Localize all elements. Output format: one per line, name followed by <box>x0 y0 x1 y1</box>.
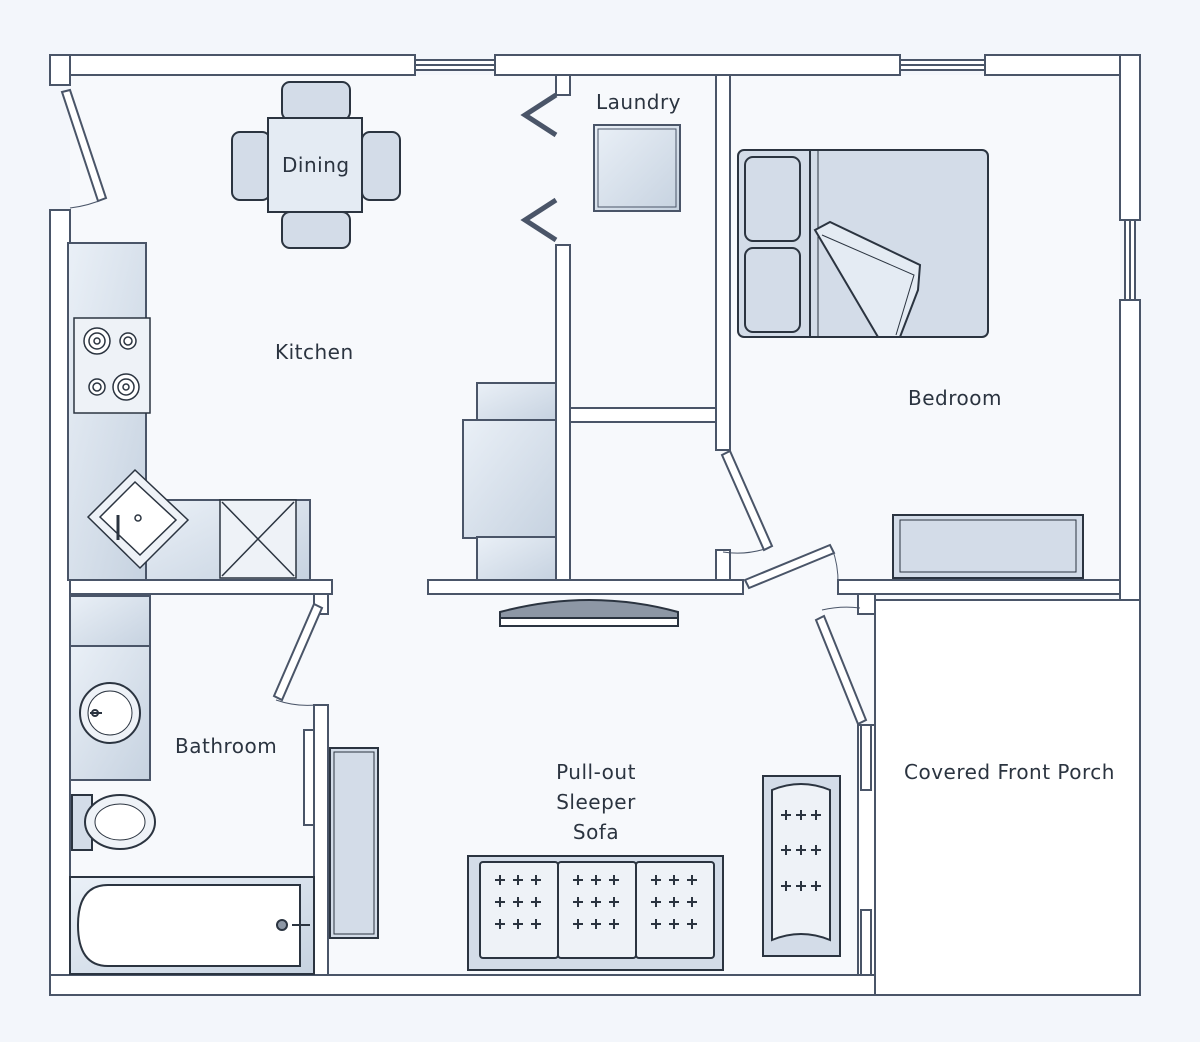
doors <box>60 88 868 726</box>
bathroom-vanity <box>69 595 151 781</box>
chair-tuft <box>796 845 806 855</box>
tv <box>499 599 679 627</box>
room-label-laundry: Laundry <box>596 90 682 114</box>
chair-tuft <box>811 810 821 820</box>
chair-tuft <box>796 810 806 820</box>
room-label-bathroom: Bathroom <box>175 734 278 758</box>
bathtub <box>69 876 315 975</box>
sofa-tuft <box>609 897 619 907</box>
room-label-living: Pull-out Sleeper Sofa <box>536 757 656 847</box>
sofa-tuft <box>687 875 697 885</box>
sofa-tuft <box>531 919 541 929</box>
dining-set <box>231 81 401 249</box>
room-label-kitchen: Kitchen <box>275 340 354 364</box>
sofa-tuft <box>513 875 523 885</box>
sofa-tuft <box>609 919 619 929</box>
room-label-porch: Covered Front Porch <box>904 760 1115 784</box>
sofa-tuft <box>495 897 505 907</box>
chair-tuft <box>781 881 791 891</box>
sleeper-sofa <box>467 855 724 971</box>
sofa-tuft <box>591 919 601 929</box>
sofa-tuft <box>609 875 619 885</box>
kitchen-sink <box>86 468 190 570</box>
chair-tuft <box>781 845 791 855</box>
sofa-tuft <box>495 919 505 929</box>
armchair <box>762 775 841 957</box>
toilet <box>71 794 156 851</box>
sofa-tuft <box>687 919 697 929</box>
sofa-tuft <box>651 875 661 885</box>
room-label-bedroom: Bedroom <box>908 386 1002 410</box>
sofa-tuft <box>669 919 679 929</box>
sofa-tuft <box>513 919 523 929</box>
sofa-tuft <box>591 897 601 907</box>
dresser <box>892 514 1084 579</box>
chair-tuft <box>811 845 821 855</box>
console-table <box>329 747 379 939</box>
room-label-dining: Dining <box>282 153 350 177</box>
chair-tuft <box>781 810 791 820</box>
living-label-line2: Sleeper <box>556 790 636 814</box>
sofa-tuft <box>669 897 679 907</box>
dishwasher <box>219 499 297 579</box>
windows <box>414 59 1136 301</box>
living-window <box>860 724 872 976</box>
chair-tuft <box>811 881 821 891</box>
sofa-tuft <box>495 875 505 885</box>
towel-bar <box>303 729 315 826</box>
sofa-tuft <box>573 897 583 907</box>
sofa-tuft <box>669 875 679 885</box>
sofa-tuft <box>531 875 541 885</box>
sofa-tuft <box>573 875 583 885</box>
porch-area <box>874 599 1141 996</box>
sofa-tuft <box>591 875 601 885</box>
sofa-tuft <box>573 919 583 929</box>
sofa-tuft <box>651 897 661 907</box>
washer <box>593 124 681 212</box>
sofa-tuft <box>513 897 523 907</box>
living-label-line3: Sofa <box>572 820 620 844</box>
sofa-tuft <box>651 919 661 929</box>
chair-tuft <box>796 881 806 891</box>
living-label-line1: Pull-out <box>556 760 636 784</box>
refrigerator <box>462 382 557 581</box>
stove <box>73 317 151 414</box>
bed <box>737 149 989 338</box>
sofa-tuft <box>531 897 541 907</box>
sofa-tuft <box>687 897 697 907</box>
